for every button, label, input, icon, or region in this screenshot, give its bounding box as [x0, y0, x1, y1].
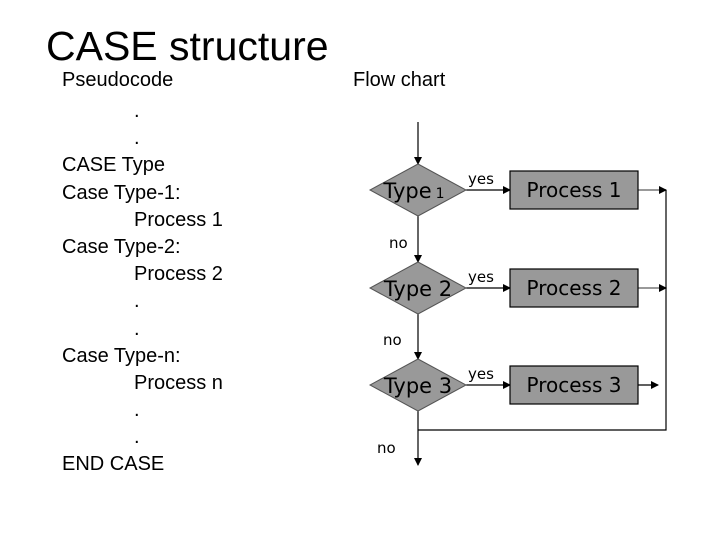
pseudocode-line: Process 2 [134, 263, 223, 286]
decision-label-text: Type [382, 179, 431, 203]
decision-label: Type 1 [382, 179, 444, 203]
pseudocode-ellipsis-dot: . [134, 127, 140, 150]
decision-label-suffix: 1 [436, 186, 445, 202]
process-label: Process 1 [527, 178, 622, 202]
process-label: Process 3 [527, 373, 622, 397]
pseudocode-line: Case Type-1: [62, 181, 181, 204]
pseudocode-ellipsis-dot: . [134, 426, 140, 449]
slide-title: CASE structure [46, 23, 329, 69]
pseudocode-ellipsis-dot: . [134, 317, 140, 340]
yes-label: yes [468, 365, 494, 383]
pseudocode-line: Process n [134, 371, 223, 394]
pseudocode-line: END CASE [62, 453, 165, 476]
merge-connector [418, 190, 667, 431]
pseudocode-ellipsis-dot: . [134, 290, 140, 313]
decision-label-text: Type 3 [383, 374, 452, 398]
decision-diamond [368, 261, 468, 315]
no-label: no [389, 234, 408, 252]
decision-diamond [368, 163, 468, 217]
yes-label: yes [468, 268, 494, 286]
pseudocode-line: CASE Type [62, 154, 166, 177]
no-label: no [377, 439, 396, 457]
pseudocode-ellipsis-dot: . [134, 100, 140, 122]
pseudocode-line: Process 1 [134, 208, 223, 231]
no-label: no [383, 331, 402, 349]
decision-label: Type 3 [383, 374, 452, 398]
decision-label-text: Type 2 [383, 277, 452, 301]
process-box [509, 365, 639, 405]
flowchart-heading: Flow chart [353, 69, 446, 91]
process-label: Process 2 [527, 276, 622, 300]
decision-diamond [368, 358, 468, 412]
process-box [509, 170, 639, 210]
flowchart-connectors [414, 122, 667, 466]
flowchart-shapes [368, 163, 639, 412]
yes-label: yes [468, 170, 494, 188]
pseudocode-line: Case Type-2: [62, 235, 181, 258]
pseudocode-ellipsis-dot: . [134, 399, 140, 422]
pseudocode-heading: Pseudocode [62, 69, 174, 91]
process-box [509, 268, 639, 308]
decision-label: Type 2 [383, 277, 452, 301]
pseudocode-line: Case Type-n: [62, 344, 181, 367]
